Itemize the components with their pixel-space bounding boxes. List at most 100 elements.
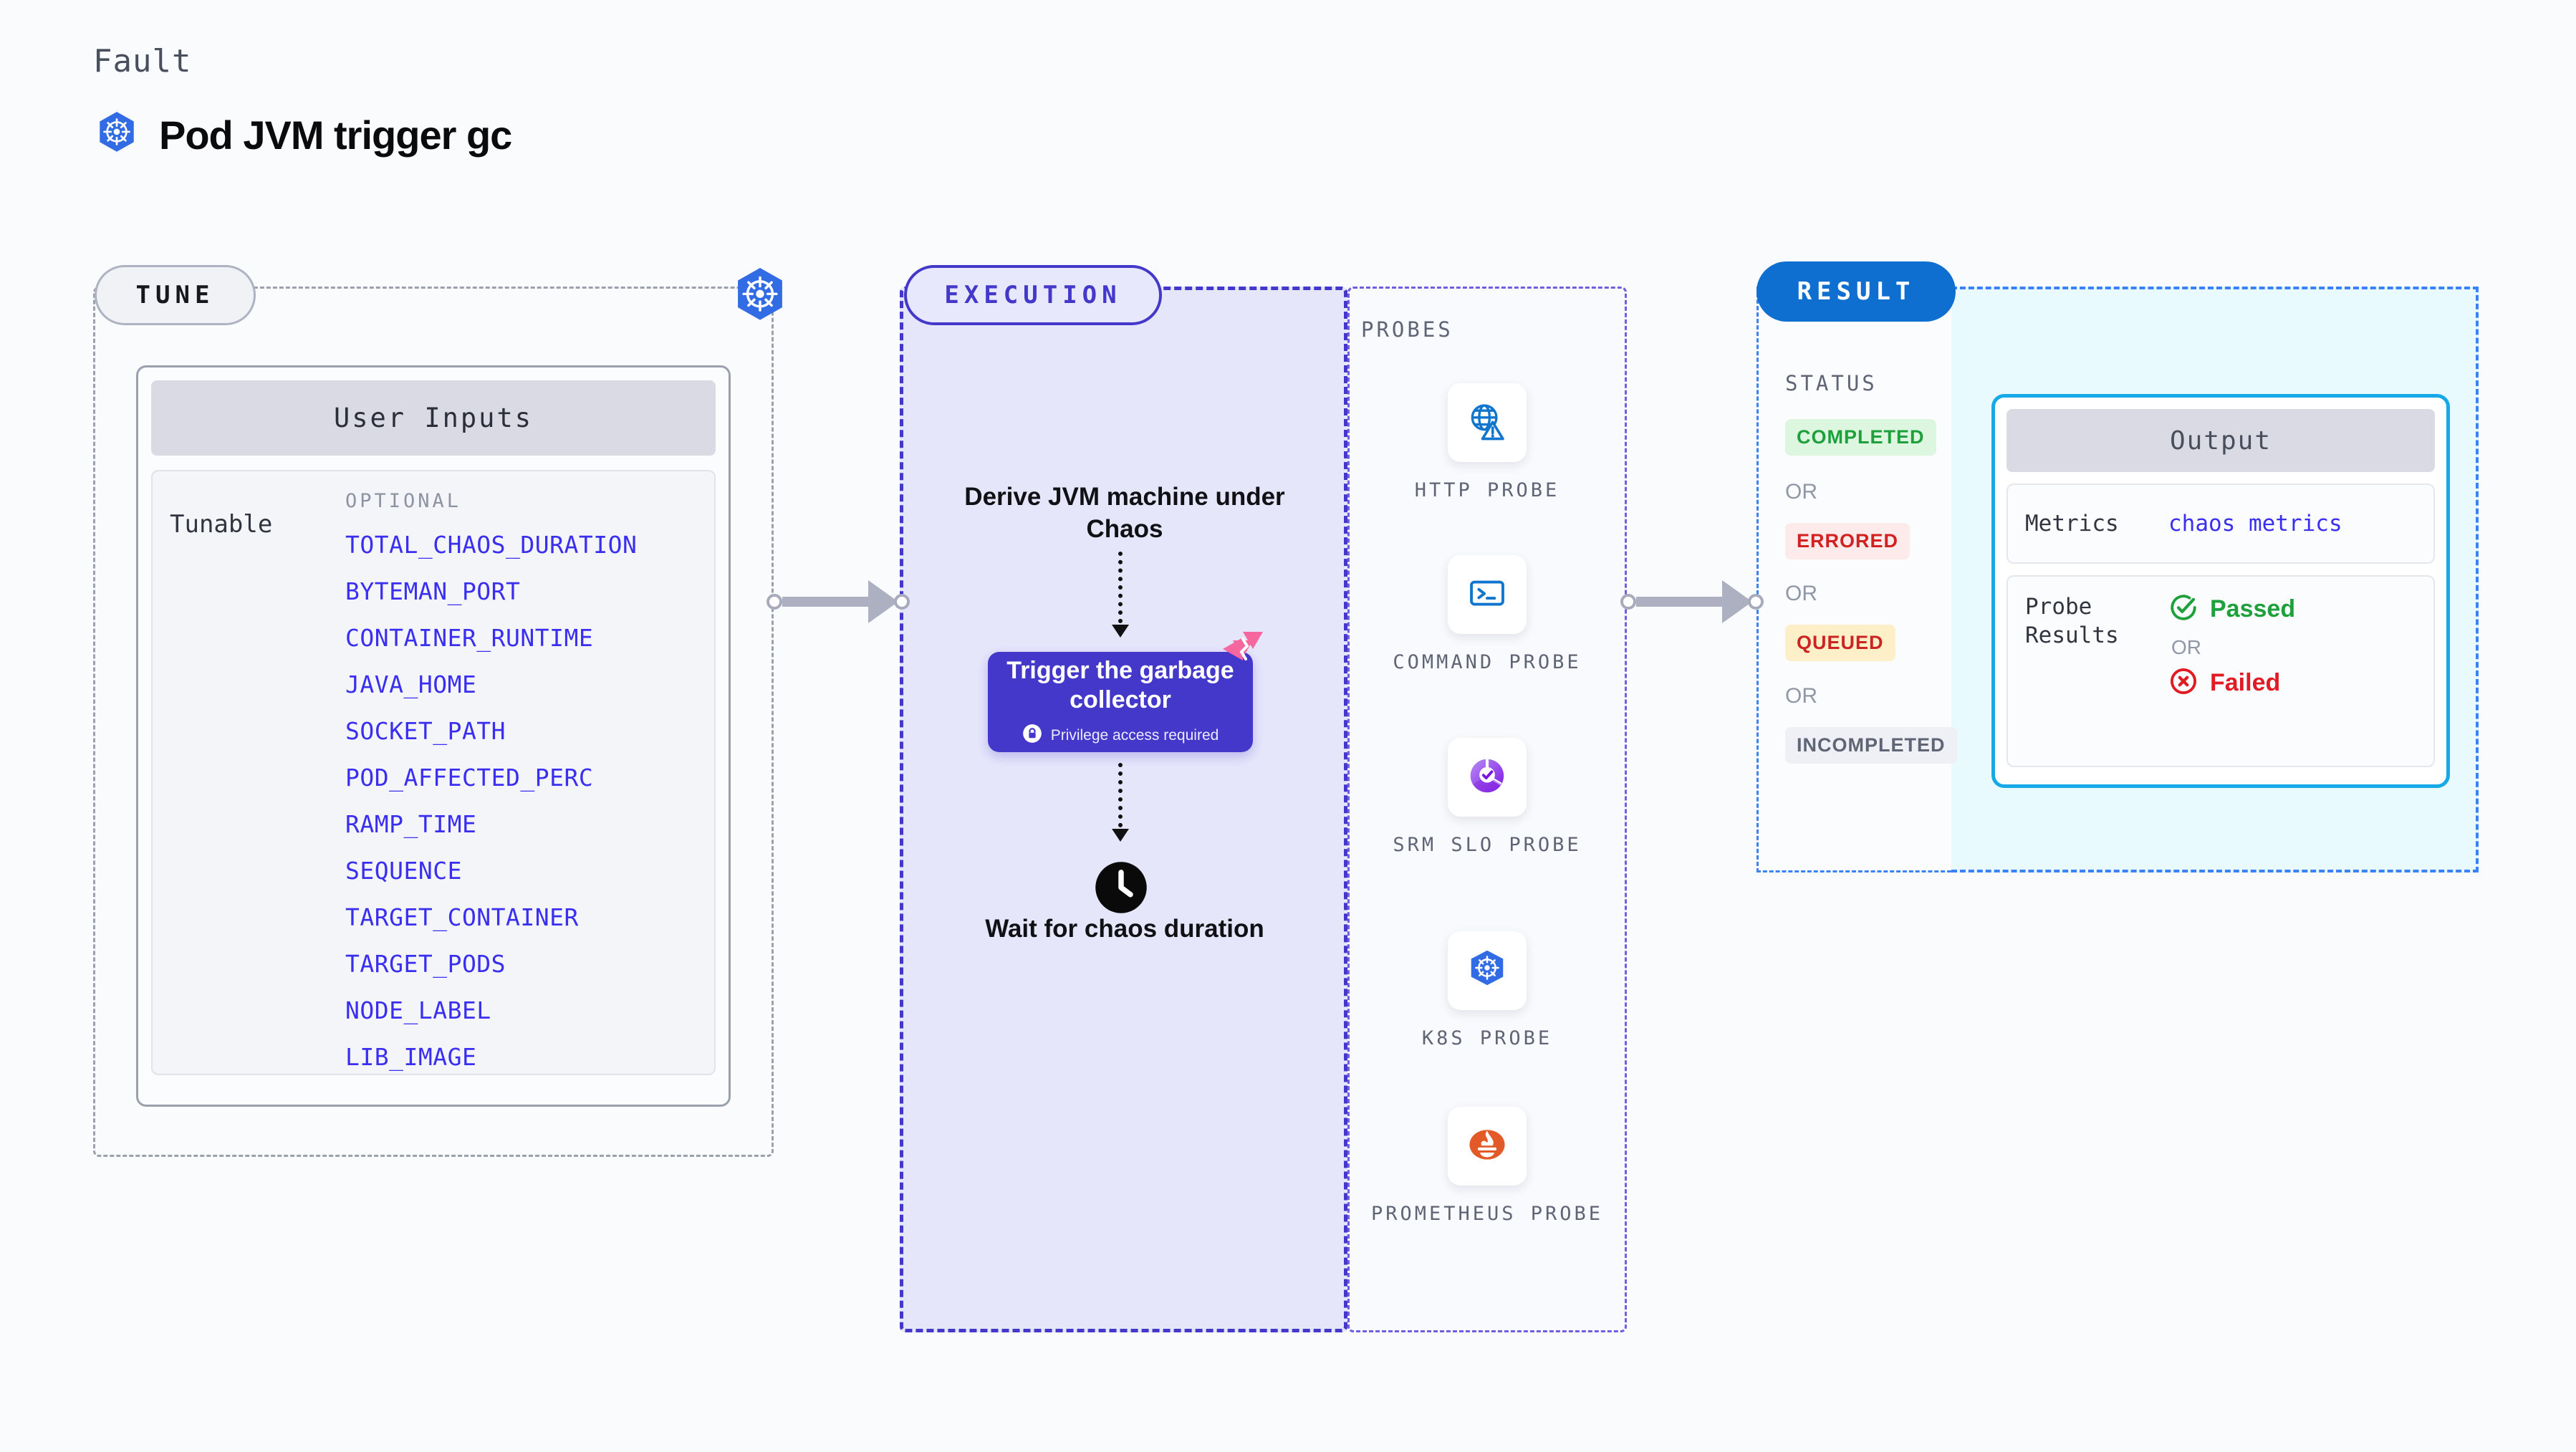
param-item[interactable]: CONTAINER_RUNTIME (345, 624, 594, 652)
output-title: Output (2169, 425, 2272, 456)
metrics-value[interactable]: chaos metrics (2168, 511, 2342, 537)
param-item[interactable]: TARGET_PODS (345, 950, 506, 978)
arrow-line (1118, 763, 1123, 827)
probe-label: SRM SLO PROBE (1393, 834, 1582, 856)
page-header: Fault Pod JVM trigger gc (93, 43, 512, 160)
action-card-title: Trigger the garbage collector (1006, 656, 1234, 713)
user-inputs-card: User Inputs Tunable OPTIONAL TOTAL_CHAOS… (136, 365, 731, 1107)
arrow-head (1112, 625, 1129, 638)
probe-item-k8s[interactable]: K8S PROBE (1347, 931, 1627, 1052)
param-item[interactable]: SOCKET_PATH (345, 717, 506, 745)
param-item[interactable]: SEQUENCE (345, 857, 462, 885)
connector-endpoint (766, 594, 782, 610)
connector-tune-to-execution (766, 580, 910, 623)
or-separator: OR (1785, 480, 1817, 504)
probe-tile (1448, 931, 1527, 1010)
page-title: Pod JVM trigger gc (159, 112, 512, 158)
arrow-head (1112, 829, 1129, 842)
or-separator: OR (1785, 684, 1817, 708)
optional-label: OPTIONAL (345, 490, 462, 512)
kubernetes-icon (1465, 947, 1509, 995)
connector-line (782, 597, 870, 607)
user-inputs-title: User Inputs (333, 403, 534, 433)
connector-line (1636, 597, 1724, 607)
failed-label: Failed (2210, 669, 2281, 696)
action-card-trigger-gc[interactable]: Trigger the garbage collector Privilege … (988, 652, 1253, 752)
srm-slo-icon (1465, 754, 1509, 802)
result-pill-label: RESULT (1797, 277, 1916, 306)
probe-tile (1448, 383, 1527, 462)
user-inputs-header: User Inputs (151, 380, 716, 456)
probe-item-prometheus[interactable]: PROMETHEUS PROBE (1347, 1107, 1627, 1227)
arrow-line (1118, 552, 1123, 623)
privilege-note: Privilege access required (1022, 723, 1219, 748)
status-badge-incompleted: INCOMPLETED (1785, 727, 1957, 764)
output-metrics-row: Metrics chaos metrics (2007, 484, 2435, 564)
param-item[interactable]: RAMP_TIME (345, 810, 477, 838)
lock-icon (1022, 723, 1042, 748)
probe-result-passed: Passed (2168, 592, 2295, 626)
kubernetes-icon (729, 265, 791, 327)
tunable-section: Tunable OPTIONAL TOTAL_CHAOS_DURATION BY… (151, 470, 716, 1075)
passed-label: Passed (2210, 595, 2296, 622)
probe-label: HTTP PROBE (1414, 479, 1560, 501)
execution-panel (900, 287, 1347, 1332)
probe-item-command[interactable]: COMMAND PROBE (1347, 555, 1627, 675)
result-pill[interactable]: RESULT (1756, 261, 1956, 322)
privilege-note-text: Privilege access required (1050, 727, 1219, 744)
connector-endpoint (1748, 594, 1764, 610)
connector-arrowhead (868, 580, 898, 623)
check-circle-icon (2168, 592, 2198, 626)
param-item[interactable]: JAVA_HOME (345, 670, 477, 698)
probes-section-label: PROBES (1361, 317, 1453, 342)
status-badge-queued: QUEUED (1785, 625, 1895, 661)
tune-pill[interactable]: TUNE (95, 265, 256, 325)
clock-icon (1093, 860, 1149, 919)
connector-arrowhead (1722, 580, 1752, 623)
param-item[interactable]: BYTEMAN_PORT (345, 577, 521, 605)
globe-warning-icon (1465, 399, 1509, 447)
param-item[interactable]: LIB_IMAGE (345, 1043, 477, 1071)
execution-pill-label: EXECUTION (944, 281, 1122, 309)
param-item[interactable]: TARGET_CONTAINER (345, 903, 579, 931)
probe-result-failed: Failed (2168, 666, 2295, 700)
probe-results-values: Passed OR Failed (2168, 592, 2295, 750)
probe-label: K8S PROBE (1421, 1027, 1553, 1049)
result-status-panel (1756, 287, 1951, 872)
status-label: STATUS (1785, 371, 1878, 395)
fault-kicker: Fault (93, 43, 192, 80)
probe-label: PROMETHEUS PROBE (1370, 1203, 1604, 1225)
wait-node (1075, 860, 1168, 919)
param-item[interactable]: TOTAL_CHAOS_DURATION (345, 531, 638, 559)
tune-pill-label: TUNE (135, 281, 215, 309)
connector-endpoint (894, 594, 910, 610)
or-separator: OR (2171, 636, 2201, 658)
probe-item-http[interactable]: HTTP PROBE (1347, 383, 1627, 504)
or-separator: OR (1785, 582, 1817, 605)
metrics-key: Metrics (2025, 510, 2119, 537)
connector-endpoint (1620, 594, 1636, 610)
output-header: Output (2007, 409, 2435, 472)
param-item[interactable]: NODE_LABEL (345, 996, 491, 1024)
kubernetes-icon (93, 110, 140, 160)
param-item[interactable]: POD_AFFECTED_PERC (345, 764, 594, 792)
status-badge-errored: ERRORED (1785, 523, 1911, 559)
probe-tile (1448, 738, 1527, 817)
connector-execution-to-result (1620, 580, 1764, 623)
flow-arrow-derive-to-gc (1112, 552, 1129, 638)
probe-results-key: Probe Results (2025, 594, 2119, 649)
tunable-label: Tunable (170, 510, 273, 539)
x-circle-icon (2168, 666, 2198, 700)
fault-title-row: Pod JVM trigger gc (93, 110, 512, 160)
probe-item-srm-slo[interactable]: SRM SLO PROBE (1347, 738, 1627, 858)
parameter-list: OPTIONAL TOTAL_CHAOS_DURATION BYTEMAN_PO… (345, 490, 697, 1071)
status-badge-completed: COMPLETED (1785, 419, 1936, 456)
tune-panel (93, 287, 774, 1157)
step-wait-label: Wait for chaos duration (985, 915, 1264, 943)
prometheus-icon (1465, 1122, 1509, 1170)
chaos-logo-icon (1221, 630, 1264, 672)
execution-pill[interactable]: EXECUTION (904, 265, 1162, 325)
terminal-icon (1465, 571, 1509, 619)
probe-tile (1448, 555, 1527, 634)
probe-label: COMMAND PROBE (1393, 651, 1582, 673)
